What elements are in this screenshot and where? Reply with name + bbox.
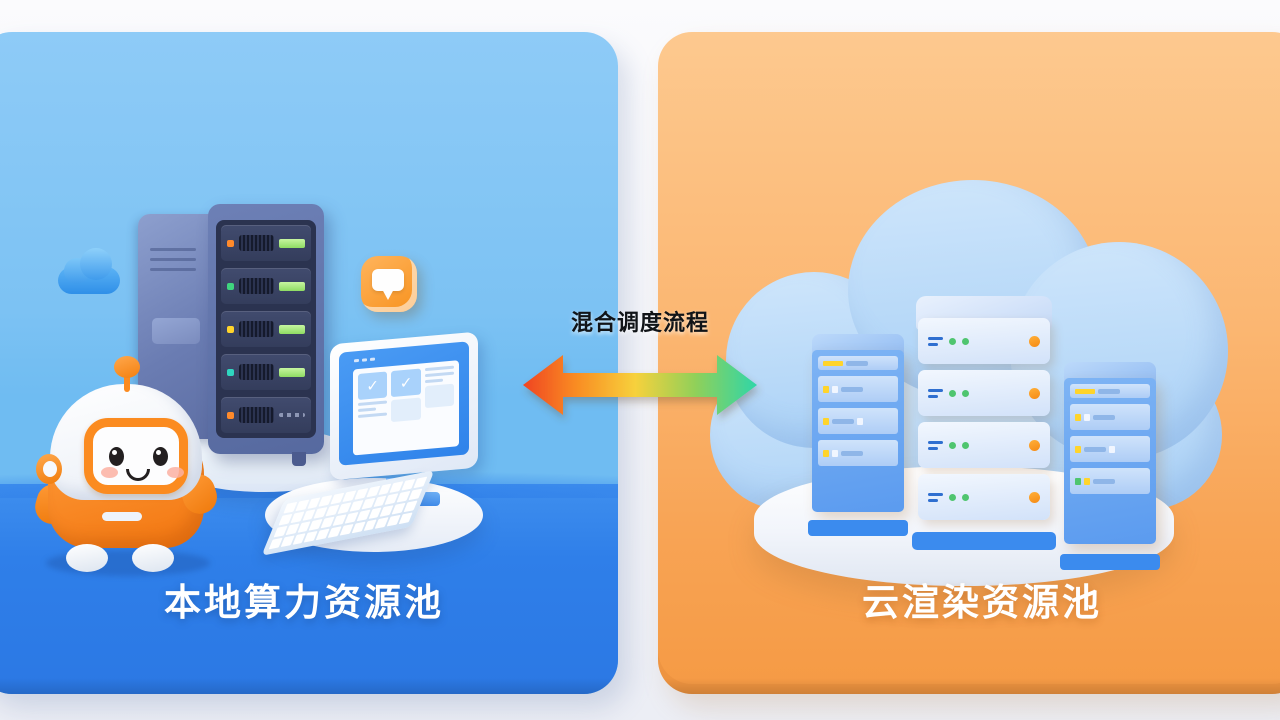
drive-bay (221, 268, 311, 304)
robot-mascot (31, 356, 222, 576)
flow-connector: 混合调度流程 (515, 305, 765, 425)
panel-local-compute-pool[interactable]: ✓ ✓ (0, 32, 618, 694)
local-illustration: ✓ ✓ (0, 32, 618, 694)
rack-unit (918, 370, 1050, 416)
robot-face (84, 418, 188, 494)
cloud-rack-center (912, 296, 1056, 550)
desktop-monitor: ✓ ✓ (330, 331, 478, 506)
drive-bay (221, 397, 311, 433)
check-icon: ✓ (358, 371, 388, 401)
bidirectional-arrow-icon (523, 355, 757, 415)
local-server-tower (138, 204, 380, 466)
flow-label: 混合调度流程 (570, 310, 709, 335)
rack-unit (918, 318, 1050, 364)
cloud-rack-left (808, 334, 908, 536)
rack-unit (918, 474, 1050, 520)
drive-bay (221, 354, 311, 390)
cloud-icon (58, 248, 120, 294)
panel-cloud-render-pool[interactable]: 云渲染资源池 (658, 32, 1280, 694)
cloud-illustration (658, 32, 1280, 694)
rack-unit (918, 422, 1050, 468)
panel-cloud-caption: 云渲染资源池 (862, 582, 1102, 623)
dashboard-window: ✓ ✓ (353, 360, 459, 456)
cloud-rack-right (1060, 362, 1160, 570)
window-dots-icon (354, 357, 375, 363)
chat-bubble-icon (361, 256, 417, 312)
panel-local-caption: 本地算力资源池 (164, 582, 444, 623)
check-icon: ✓ (391, 368, 421, 398)
drive-bay (221, 225, 311, 261)
drive-bay (221, 311, 311, 347)
